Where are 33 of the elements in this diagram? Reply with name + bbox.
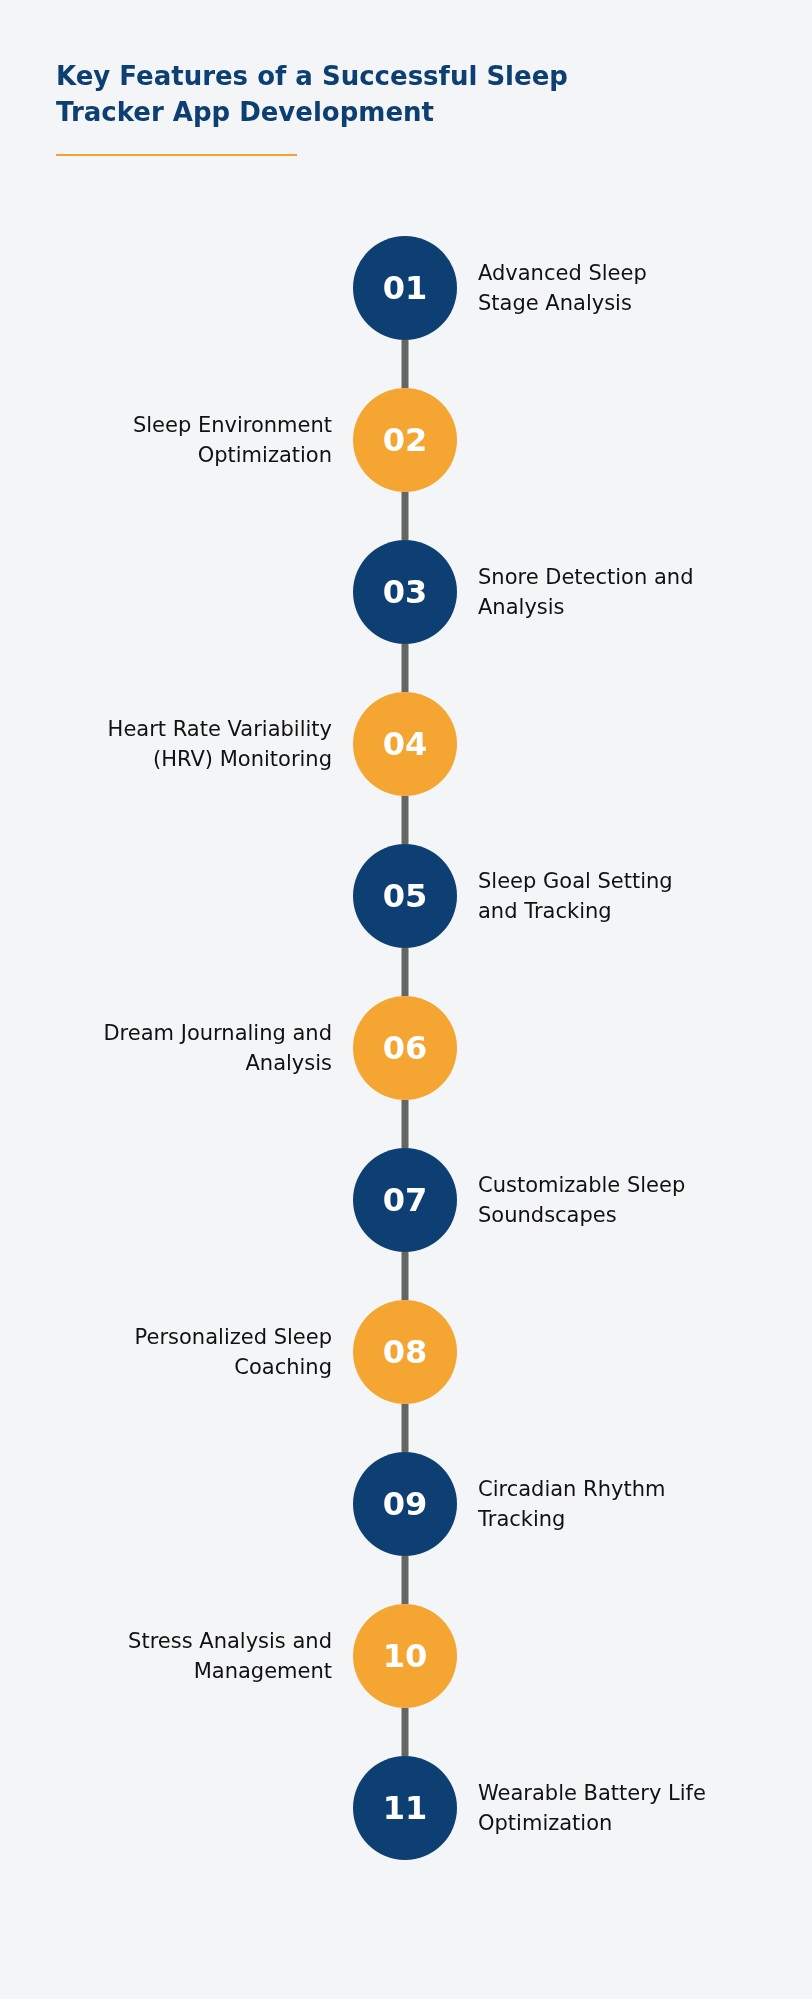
number-circle: 01 [353,236,457,340]
feature-label: Wearable Battery Life Optimization [478,1780,707,1837]
feature-label: Snore Detection and Analysis [478,564,695,621]
number-circle: 06 [353,996,457,1100]
feature-label: Sleep Goal Setting and Tracking [478,868,674,925]
connector-line [401,1252,409,1300]
connector-line [401,1100,409,1148]
feature-label: Heart Rate Variability (HRV) Monitoring [106,716,332,773]
number-circle: 10 [353,1604,457,1708]
feature-label: Stress Analysis and Management [127,1628,332,1685]
connector-line [401,340,409,388]
feature-label: Circadian Rhythm Tracking [478,1476,667,1533]
connector-line [401,948,409,996]
connector-line [401,1404,409,1452]
number-circle: 11 [353,1756,457,1860]
connector-line [401,1708,409,1756]
connector-line [401,644,409,692]
connector-line [401,492,409,540]
feature-label: Advanced Sleep Stage Analysis [478,260,648,317]
feature-label: Personalized Sleep Coaching [133,1324,332,1381]
number-circle: 05 [353,844,457,948]
number-circle: 08 [353,1300,457,1404]
feature-label: Sleep Environment Optimization [131,412,332,469]
number-circle: 04 [353,692,457,796]
connector-line [401,1556,409,1604]
number-circle: 09 [353,1452,457,1556]
feature-label: Dream Journaling and Analysis [102,1020,332,1077]
number-circle: 03 [353,540,457,644]
title: Key Features of a Successful Sleep Tracker App Development [56,60,569,129]
number-circle: 02 [353,388,457,492]
number-circle: 07 [353,1148,457,1252]
feature-label: Customizable Sleep Soundscapes [478,1172,687,1229]
connector-line [401,796,409,844]
